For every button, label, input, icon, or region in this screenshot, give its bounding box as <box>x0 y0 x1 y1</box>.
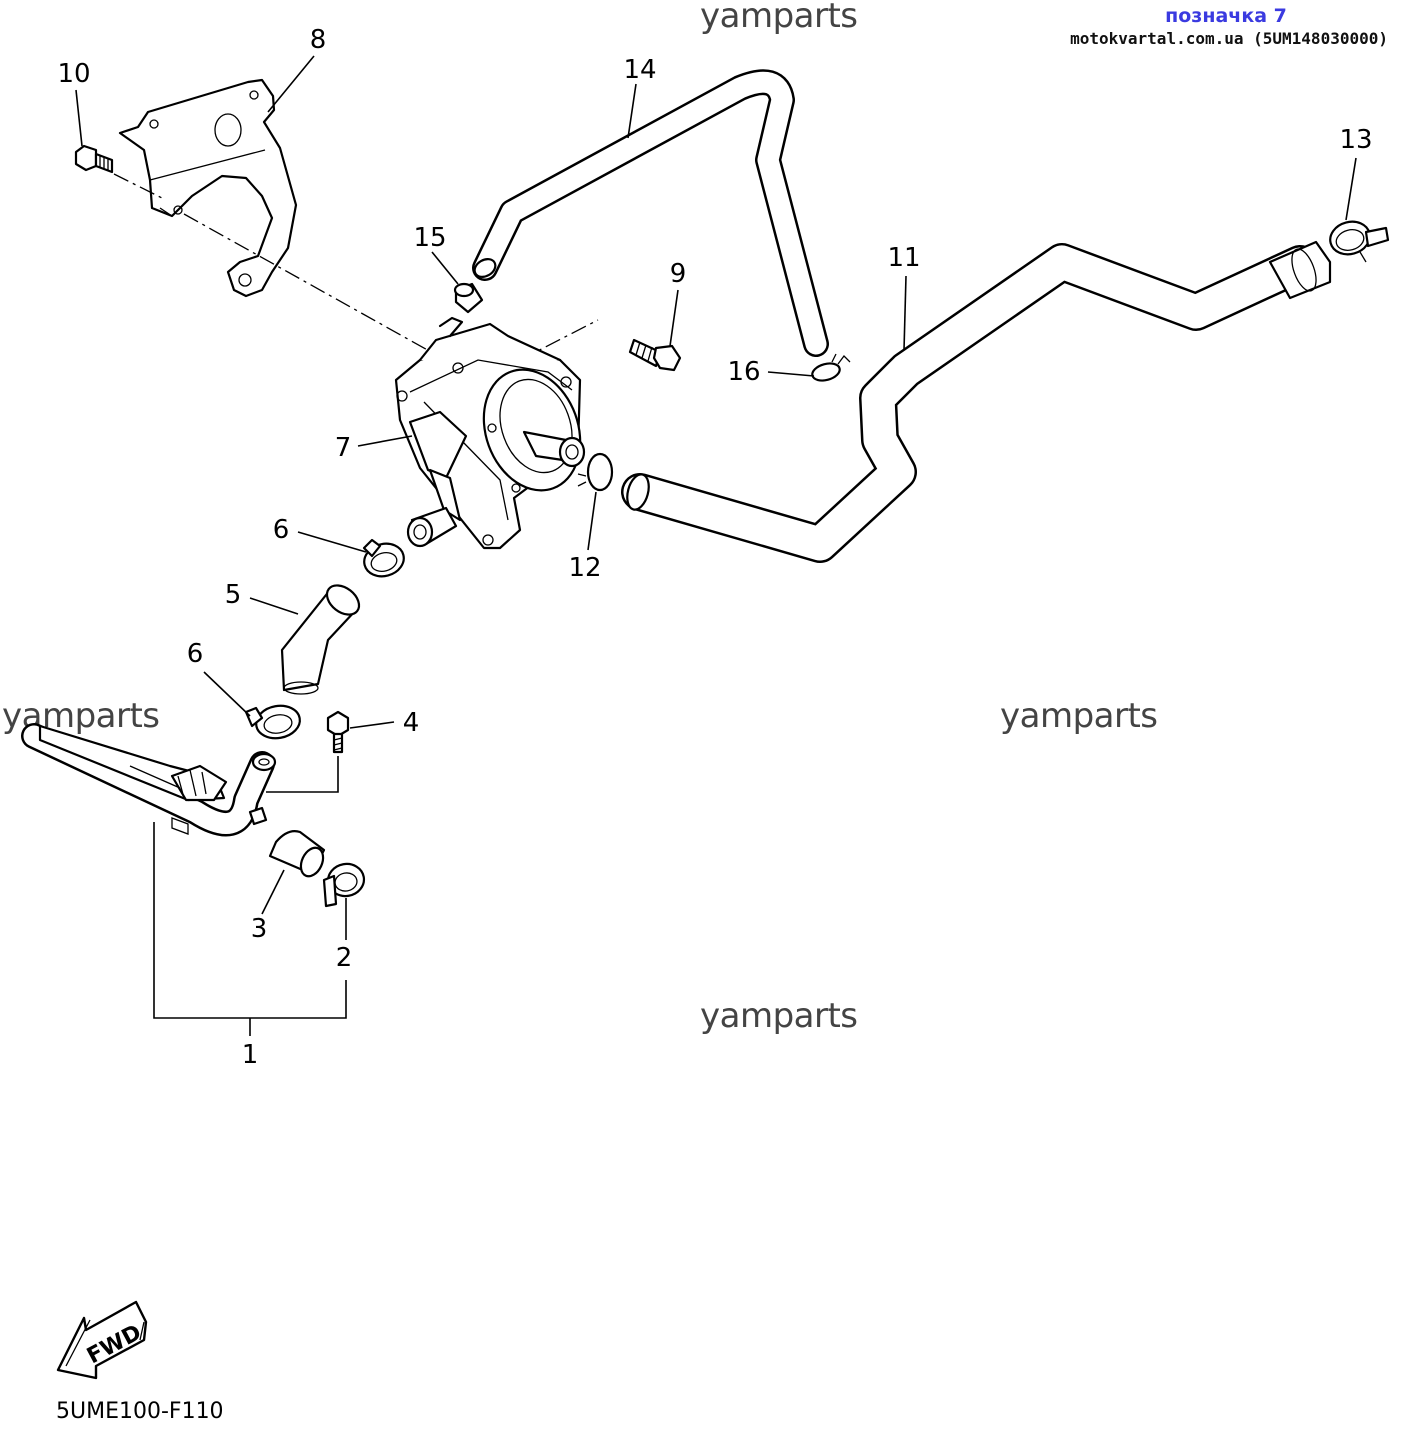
part-13-clamp <box>1329 220 1390 263</box>
callout-4: 4 <box>403 708 420 738</box>
part-4-screw <box>326 710 350 754</box>
callout-3: 3 <box>251 914 268 944</box>
part-14-hose <box>472 69 829 357</box>
callout-14: 14 <box>623 55 656 85</box>
callout-6-lower: 6 <box>187 639 204 669</box>
callout-6-upper: 6 <box>273 515 290 545</box>
badge-title: позначка 7 <box>1165 5 1287 27</box>
part-7-valve-assembly <box>394 316 586 550</box>
part-15-cap <box>453 282 484 314</box>
part-2-clamp <box>322 862 366 908</box>
part-3-hose <box>268 830 326 878</box>
leader-lines <box>75 55 1357 1036</box>
part-6-clamp-lower <box>244 704 301 740</box>
watermark-bottom: yamparts <box>700 996 858 1036</box>
fwd-arrow-icon: FWD <box>56 1300 148 1380</box>
watermark-right: yamparts <box>1000 696 1158 736</box>
callout-16: 16 <box>727 357 760 387</box>
alignment-line-bracket <box>183 213 441 358</box>
watermark-top: yamparts <box>700 0 858 36</box>
callout-5: 5 <box>225 580 242 610</box>
part-16-clip <box>811 353 851 382</box>
callout-15: 15 <box>413 223 446 253</box>
callout-12: 12 <box>568 553 601 583</box>
part-12-seal <box>577 452 614 492</box>
callout-1: 1 <box>242 1040 259 1070</box>
part-10-bolt <box>74 144 114 174</box>
part-8-bracket <box>118 78 298 298</box>
callout-7: 7 <box>335 433 352 463</box>
callout-9: 9 <box>670 259 687 289</box>
part-6-clamp-upper <box>362 538 405 578</box>
callout-11: 11 <box>887 243 920 273</box>
part-11-hose <box>621 240 1332 563</box>
callout-10: 10 <box>57 59 90 89</box>
callout-13: 13 <box>1339 125 1372 155</box>
callout-8: 8 <box>310 25 327 55</box>
callout-numbers: 8 10 14 13 11 15 9 16 7 6 12 5 6 4 3 2 1 <box>57 25 1372 1070</box>
callout-2: 2 <box>336 943 353 973</box>
diagram-code: 5UME100-F110 <box>56 1399 224 1424</box>
source-badge: позначка 7 motokvartal.com.ua (5UM148030… <box>1070 5 1388 48</box>
part-5-hose <box>280 584 361 695</box>
part-1-pipe-assembly <box>21 723 277 837</box>
part-9-bolt <box>628 338 682 372</box>
badge-source[interactable]: motokvartal.com.ua (5UM148030000) <box>1070 29 1388 48</box>
alignment-line-bolt10 <box>113 173 163 199</box>
